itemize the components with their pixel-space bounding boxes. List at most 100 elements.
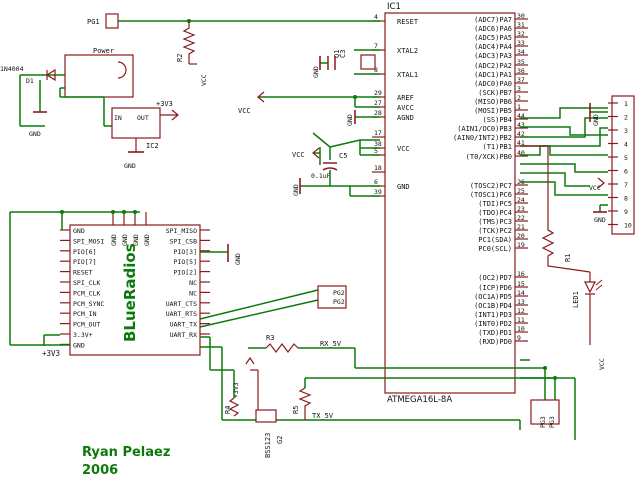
ic1-pin-name: (TCK)PC2 bbox=[478, 227, 512, 235]
wire bbox=[312, 132, 380, 148]
led-ray bbox=[595, 284, 603, 291]
bt-pin-name: SPI_CSB bbox=[170, 237, 197, 245]
pg3-a: PG3 bbox=[539, 416, 547, 428]
ic1-pin-number: 8 bbox=[374, 66, 378, 74]
ic1-pin-name: (TDI)PC5 bbox=[478, 200, 512, 208]
header-body bbox=[611, 95, 635, 235]
bt-pin-name: PCM_CLK bbox=[73, 289, 100, 297]
header-pin-number: 1 bbox=[624, 100, 628, 108]
ic2-ref: IC2 bbox=[146, 142, 159, 150]
ic1-pin-number: 10 bbox=[517, 325, 525, 333]
led-indicator: R1 LED1 VCC bbox=[520, 145, 606, 370]
wire bbox=[520, 172, 590, 187]
ic1-pin-number: 14 bbox=[517, 289, 525, 297]
ic1-pin-number: 16 bbox=[517, 270, 525, 278]
ic1-part: ATMEGA16L-8A bbox=[387, 395, 452, 405]
ic1-pin-number: 22 bbox=[517, 214, 525, 222]
pg1-label: PG1 bbox=[87, 18, 100, 26]
ic1-pin-number: 6 bbox=[374, 178, 378, 186]
ic1-pin-number: 40 bbox=[517, 149, 525, 157]
bt-pin-name: GND bbox=[143, 234, 151, 246]
uart-wiring: PG2 PG2 R3 RX_5V PG3 PG3 TX_5V R4 +3V3 bbox=[199, 285, 576, 458]
ic1-pin-name: (ADC0)PA0 bbox=[474, 80, 512, 88]
ic1-pin-number: 20 bbox=[517, 232, 525, 240]
header-pin-number: 4 bbox=[624, 141, 628, 149]
r4-resistor bbox=[228, 397, 240, 417]
ic1-pin-number: 30 bbox=[517, 12, 525, 20]
ic1-pin-number: 41 bbox=[517, 139, 525, 147]
pg3-header bbox=[530, 399, 560, 425]
arrow-icon bbox=[597, 177, 605, 189]
header-pin-number: 8 bbox=[624, 195, 628, 203]
ic2-gnd: GND bbox=[124, 162, 136, 170]
ic1-pin-name: (MOSI)PB5 bbox=[474, 107, 512, 115]
bt-pin-name: GND bbox=[73, 341, 85, 349]
pg2-header bbox=[317, 285, 347, 309]
r4-label: R4 bbox=[224, 406, 232, 414]
sv-vcc: VCC bbox=[589, 184, 601, 192]
ic1-pin-number: 27 bbox=[374, 99, 382, 107]
ic1-pin-name: (AIN0/INT2)PB2 bbox=[453, 134, 512, 142]
author-year: 2006 bbox=[82, 463, 118, 478]
d1-gnd: GND bbox=[29, 130, 41, 138]
ic1-pin-name: (TOSC1)PC6 bbox=[470, 191, 512, 199]
ic2-vout: +3V3 bbox=[156, 100, 173, 108]
miso-wire bbox=[520, 126, 608, 136]
ic1-pin-name: (OC1A)PD5 bbox=[474, 293, 512, 301]
ic1-pin-number: 23 bbox=[517, 205, 525, 213]
ic1-pin-number: 3 bbox=[517, 85, 521, 93]
ic1-pin-name: (ADC1)PA1 bbox=[474, 71, 512, 79]
ic1-pin-name: (AIN1/OC0)PB3 bbox=[457, 125, 512, 133]
ic1-ref: IC1 bbox=[387, 2, 401, 12]
ic1-pin-number: 36 bbox=[517, 67, 525, 75]
wire bbox=[520, 181, 608, 196]
ic1-pin-name: (ADC7)PA7 bbox=[474, 16, 512, 24]
bt-pin-name: UART_TX bbox=[170, 321, 197, 329]
ic1-pin-name: (INT1)PD3 bbox=[474, 311, 512, 319]
agnd-gnd: GND bbox=[346, 114, 354, 126]
ic1-pin-name: (OC2)PD7 bbox=[478, 274, 512, 282]
c3-label: C3 bbox=[339, 50, 347, 58]
junction-dot bbox=[111, 210, 115, 214]
ic1-pin-name: XTAL2 bbox=[397, 47, 418, 55]
arrow-icon bbox=[312, 147, 320, 159]
bt-pin-name: PIO[3] bbox=[174, 248, 197, 256]
ic1-pin-number: 9 bbox=[517, 334, 521, 342]
ic1-microcontroller: IC1 ATMEGA16L-8A 4RESET7XTAL28XTAL129ARE… bbox=[372, 2, 528, 405]
ic1-pin-number: 24 bbox=[517, 196, 525, 204]
bluetooth-module: GNDSPI_MOSIPIO[6]PIO[7]RESETSPI_CLKPCM_C… bbox=[9, 210, 242, 358]
bt-pin-name: UART_RX bbox=[170, 331, 197, 339]
bt-pin-name: SPI_MOSI bbox=[73, 237, 104, 245]
r2-label: R2 bbox=[176, 54, 184, 62]
bt-pin-name: GND bbox=[73, 227, 85, 235]
r1-label: R1 bbox=[564, 254, 572, 262]
ic1-pin-number: 39 bbox=[374, 188, 382, 196]
c5-value: 0.1uF bbox=[311, 172, 331, 180]
arrow-icon bbox=[171, 109, 179, 121]
ic1-pin-name: (ADC3)PA3 bbox=[474, 52, 512, 60]
ic1-pin-number: 12 bbox=[517, 307, 525, 315]
ic1-pin-number: 37 bbox=[517, 76, 525, 84]
bt-pin-name: GND bbox=[110, 234, 118, 246]
ic1-pin-name: (ADC2)PA2 bbox=[474, 62, 512, 70]
ic1-pin-number: 7 bbox=[374, 42, 378, 50]
pg1-pad bbox=[105, 13, 119, 29]
bt-pin-name: UART_RTS bbox=[166, 310, 197, 318]
ic1-pin-name: (ADC4)PA4 bbox=[474, 43, 512, 51]
ic1-pin-name: PC0(SCL) bbox=[478, 245, 512, 253]
ic1-pin-number: 15 bbox=[517, 280, 525, 288]
arrow-icon bbox=[257, 91, 265, 103]
ic1-pin-name: RESET bbox=[397, 18, 419, 26]
arrow-icon bbox=[245, 356, 255, 365]
header-pin-number: 7 bbox=[624, 181, 628, 189]
aref-vcc: VCC bbox=[238, 107, 251, 115]
led-label: LED1 bbox=[572, 291, 580, 308]
led-vcc: VCC bbox=[598, 358, 606, 370]
bt-pin-name: PIO[2] bbox=[174, 269, 197, 277]
ic1-pin-name: (T0/XCK)PB0 bbox=[466, 153, 512, 161]
header-pin-number: 9 bbox=[624, 208, 628, 216]
ic1-pin-name: (ADC5)PA5 bbox=[474, 34, 512, 42]
header-pin-number: 5 bbox=[624, 154, 628, 162]
crystal-q1 bbox=[360, 54, 376, 70]
